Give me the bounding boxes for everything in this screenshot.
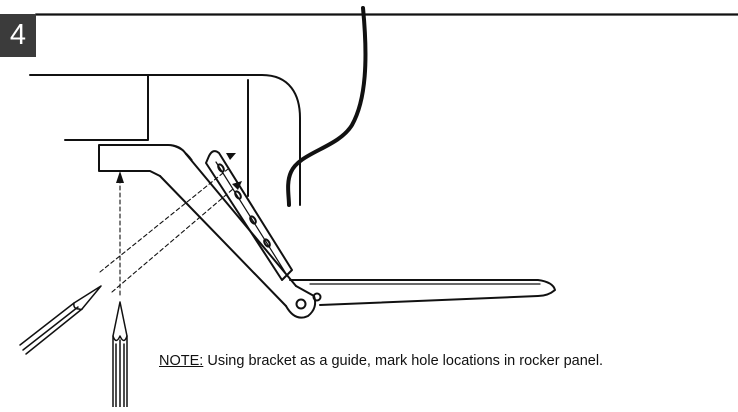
bracket-hole bbox=[234, 190, 242, 200]
note-label: NOTE: bbox=[159, 353, 204, 369]
bracket-upper-flat bbox=[98, 144, 187, 177]
bracket-mounting-flange bbox=[205, 150, 293, 281]
installation-note: NOTE: Using bracket as a guide, mark hol… bbox=[159, 353, 603, 369]
bracket-hole bbox=[249, 215, 257, 225]
pencil-diagonal bbox=[19, 285, 102, 355]
step-number-badge: 4 bbox=[0, 14, 36, 57]
pencil-vertical bbox=[112, 301, 128, 408]
wire-harness bbox=[286, 6, 368, 207]
dashed-guide-lines bbox=[99, 168, 234, 296]
note-text: Using bracket as a guide, mark hole loca… bbox=[203, 353, 604, 369]
guide-arrowheads bbox=[116, 153, 242, 190]
bracket-diagonal-arm bbox=[159, 153, 297, 307]
running-board bbox=[289, 279, 556, 306]
bracket-hole bbox=[217, 163, 225, 173]
bracket-hole bbox=[263, 238, 271, 248]
vehicle-body-outline bbox=[29, 74, 301, 206]
pivot-hinge bbox=[285, 285, 322, 319]
